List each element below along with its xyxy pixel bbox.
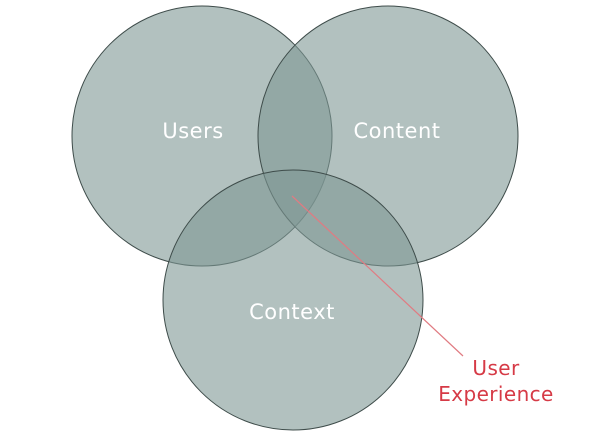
users-label: Users [162,119,223,143]
user-experience-label-line2: Experience [438,382,554,406]
content-label: Content [353,119,440,143]
user-experience-pointer-line [291,195,464,357]
context-circle [162,169,424,431]
context-label: Context [249,300,335,324]
user-experience-label-line1: User [472,356,520,380]
